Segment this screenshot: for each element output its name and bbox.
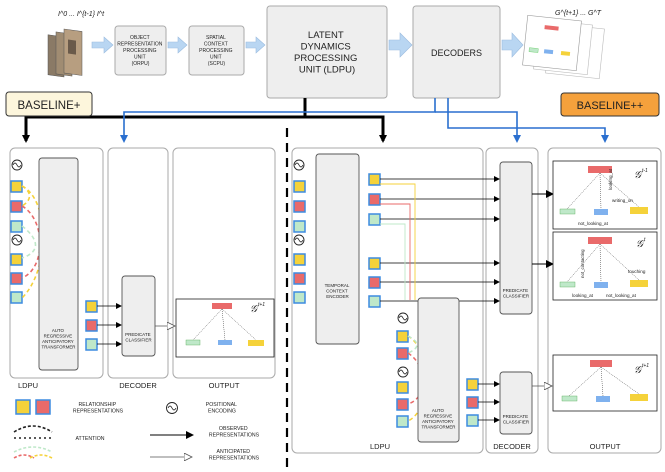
legend-relationship-swatch — [15, 399, 51, 415]
legend-relationship-label: RELATIONSHIP REPRESENTATIONS — [73, 402, 124, 415]
positional-encoding-icon — [293, 159, 305, 171]
right-transformer-box — [417, 297, 460, 443]
ldpu-label: LATENT DYNAMICS PROCESSING UNIT (LDPU) — [294, 30, 360, 76]
right-output-caption: OUTPUT — [590, 442, 621, 451]
graph-symbol: 𝒢 — [634, 365, 643, 376]
left-decoder-caption: DECODER — [119, 381, 157, 390]
left-classifier-box — [121, 275, 156, 357]
right-transformer-label: AUTO REGRESSIVE ANTICIPATORY TRANSFORMER — [422, 408, 456, 430]
left-output-tokens — [85, 300, 98, 351]
output-graph-t-minus-1 — [552, 160, 658, 230]
output-graph-t-plus-1 — [552, 354, 658, 412]
legend-anticipated-label: ANTICIPATED REPRESENTATIONS — [209, 449, 260, 462]
left-transformer-box — [38, 157, 79, 371]
legend-positional-label: POSITIONAL ENCODING — [206, 402, 238, 415]
encoder-attention-lines — [380, 183, 416, 300]
positional-encoding-icon — [397, 312, 409, 324]
left-output-graph — [175, 298, 275, 358]
left-token-column-2 — [10, 253, 23, 304]
input-frames — [47, 28, 83, 78]
graph-word: not_looking_at — [606, 293, 637, 298]
legend-attention-label: ATTENTION — [75, 436, 104, 442]
left-classifier-label: PREDICATE CLASSIFIER — [125, 332, 152, 343]
decoders-box — [412, 5, 501, 99]
output-graph-t — [552, 231, 658, 301]
right-classifier-bottom-box — [499, 371, 533, 435]
temporal-encoder-box — [315, 153, 360, 345]
left-transformer-label: AUTO REGRESSIVE ANTICIPATORY TRANSFORMER — [42, 328, 76, 350]
baseline-plus-badge — [5, 91, 93, 117]
graph-symbol: 𝒢 — [634, 170, 643, 181]
legend-positional-icon — [166, 402, 178, 414]
scpu-label: SPATIAL CONTEXT PROCESSING UNIT (SCPU) — [199, 35, 234, 67]
scpu-box — [188, 25, 245, 76]
decoders-label: DECODERS — [431, 48, 482, 58]
positional-encoding-icon — [11, 234, 23, 246]
transformer-to-classifier-lines — [478, 381, 500, 423]
left-output-caption: OUTPUT — [209, 381, 240, 390]
temporal-encoder-label: TEMPORAL CONTEXT ENCODER — [325, 283, 351, 299]
graph-word: touching — [628, 269, 646, 274]
legend-attention-swatch — [13, 425, 53, 459]
flow-arrow — [91, 36, 114, 54]
connectors — [22, 98, 609, 143]
right-ldpu-caption: LDPU — [370, 442, 390, 451]
classifier-to-output-arrows — [532, 190, 554, 386]
positional-encoding-icon — [11, 159, 23, 171]
output-graph-stack — [522, 14, 605, 80]
output-graphs-label: G^{t+1} ... G^T — [555, 10, 602, 17]
baseline-pp-badge — [560, 92, 660, 117]
right-classifier-top-label: PREDICATE CLASSIFIER — [503, 288, 530, 299]
flow-arrow — [245, 36, 266, 54]
graph-word: writing_on — [612, 198, 633, 203]
left-graph-symbol: 𝒢 — [250, 304, 259, 315]
left-graph-sup: t+1 — [258, 302, 265, 308]
right-classifier-top-box — [499, 161, 533, 315]
orpu-label: OBJECT REPRESENTATION PROCESSING UNIT (O… — [117, 35, 164, 67]
right-decoder-caption: DECODER — [493, 442, 531, 451]
flow-arrow — [501, 32, 524, 58]
graph-sup: t-1 — [642, 168, 648, 174]
graph-word: not_looking_at — [578, 221, 609, 226]
right-classifier-bottom-label: PREDICATE CLASSIFIER — [503, 414, 530, 425]
graph-word: not_contacting — [580, 249, 585, 278]
graph-sup: t — [644, 237, 646, 243]
positional-encoding-icon — [293, 234, 305, 246]
transformer-output-tokens — [466, 378, 479, 427]
encoded-tokens-2 — [368, 257, 381, 308]
orpu-box — [114, 25, 167, 76]
right-input-tokens-1 — [293, 180, 306, 233]
legend-observed-label: OBSERVED REPRESENTATIONS — [209, 426, 260, 439]
encoder-to-classifier-lines — [380, 176, 500, 304]
encoded-tokens-1 — [368, 173, 381, 226]
positional-encoding-icon — [397, 366, 409, 378]
flow-arrow — [167, 36, 188, 54]
graph-symbol: 𝒢 — [636, 239, 645, 250]
baseline-pp-label: BASELINE++ — [577, 100, 644, 112]
input-frames-label: I^0 ... I^{t-1} I^t — [58, 11, 105, 18]
transformer-input-tokens-2 — [396, 381, 409, 428]
graph-word: looking_at — [608, 168, 613, 190]
ldpu-box — [266, 5, 388, 99]
graph-word: looking_at — [572, 293, 594, 298]
graph-sup: t+1 — [642, 363, 649, 369]
right-input-tokens-2 — [293, 253, 306, 304]
left-token-arrows — [97, 303, 122, 347]
baseline-plus-label: BASELINE+ — [18, 100, 81, 112]
left-ldpu-caption: LDPU — [18, 381, 38, 390]
left-token-column-1 — [10, 180, 23, 233]
flow-arrow — [388, 32, 413, 58]
